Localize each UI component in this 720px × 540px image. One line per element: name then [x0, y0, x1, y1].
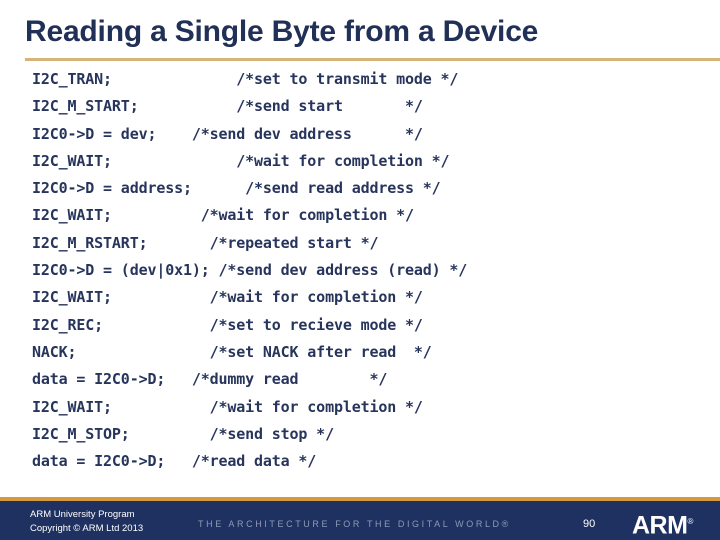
registered-trademark-icon: ® — [687, 517, 694, 526]
title-divider — [25, 58, 720, 61]
page-title: Reading a Single Byte from a Device — [25, 15, 539, 48]
code-line: I2C0->D = address; /*send read address *… — [32, 179, 441, 198]
arm-logo: ARM® — [632, 509, 693, 538]
code-line: I2C_WAIT; /*wait for completion */ — [32, 288, 423, 307]
code-line: I2C_WAIT; /*wait for completion */ — [32, 151, 450, 170]
code-line: data = I2C0->D; /*dummy read */ — [32, 370, 388, 389]
footer-credits: ARM University Program Copyright © ARM L… — [30, 508, 143, 536]
footer-credits-line1: ARM University Program — [30, 509, 135, 520]
code-line: I2C0->D = (dev|0x1); /*send dev address … — [32, 261, 468, 280]
code-line: I2C_REC; /*set to recieve mode */ — [32, 315, 423, 334]
slide-page-number: 90 — [583, 518, 596, 530]
code-line: I2C0->D = dev; /*send dev address */ — [32, 124, 423, 143]
code-line: NACK; /*set NACK after read */ — [32, 342, 432, 361]
code-line: I2C_WAIT; /*wait for completion */ — [32, 206, 414, 225]
code-block: I2C_TRAN; /*set to transmit mode */ I2C_M… — [32, 66, 692, 475]
code-line: I2C_M_RSTART; /*repeated start */ — [32, 233, 379, 252]
arm-logo-text: ARM — [632, 511, 688, 540]
slide-footer: ARM University Program Copyright © ARM L… — [0, 497, 720, 540]
footer-tagline: THE ARCHITECTURE FOR THE DIGITAL WORLD® — [198, 519, 511, 529]
code-line: I2C_M_STOP; /*send stop */ — [32, 424, 334, 443]
code-line: I2C_M_START; /*send start */ — [32, 97, 423, 116]
code-line: I2C_WAIT; /*wait for completion */ — [32, 397, 423, 416]
footer-credits-line2: Copyright © ARM Ltd 2013 — [30, 523, 144, 534]
code-line: data = I2C0->D; /*read data */ — [32, 452, 317, 471]
code-line: I2C_TRAN; /*set to transmit mode */ — [32, 70, 459, 88]
